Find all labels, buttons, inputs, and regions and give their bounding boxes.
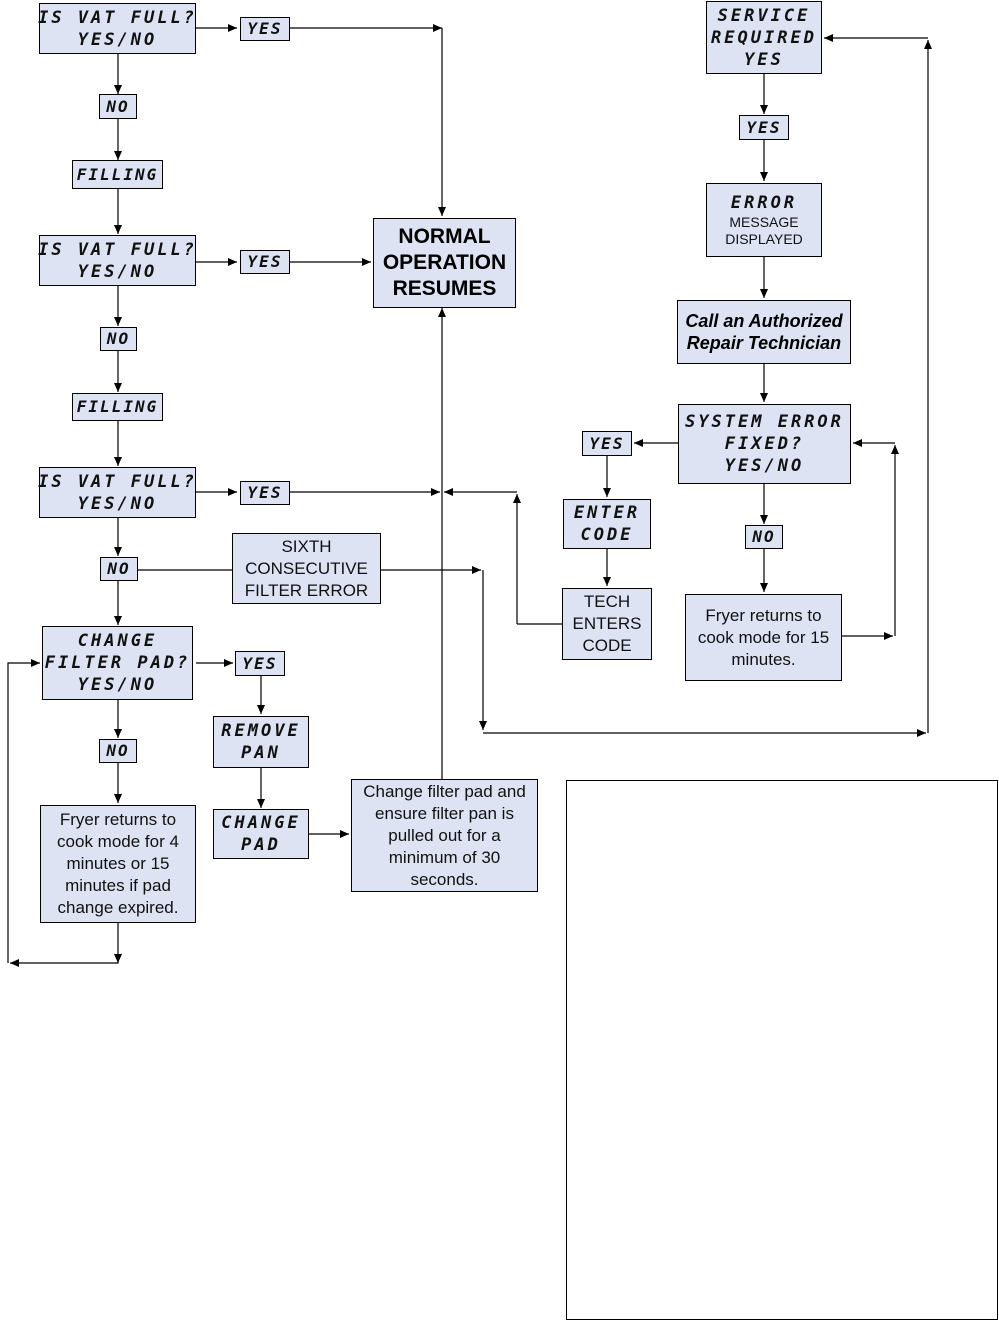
change-filter-pad-line3: YES/NO (77, 675, 158, 695)
no-4-label: NO (106, 741, 130, 760)
fryer-returns-15-line3: minutes. (731, 649, 796, 669)
no-2-label: NO (106, 329, 131, 348)
change-filter-instr-line5: seconds. (410, 869, 479, 889)
change-filter-instr-line3: pulled out for a (388, 825, 501, 845)
tech-enters-code-line1: TECH (583, 592, 631, 611)
normal-operation-line1: NORMAL (398, 225, 491, 248)
system-error-line3: YES/NO (724, 456, 805, 476)
fryer-returns-4-line4: minutes if pad (65, 876, 171, 895)
vat-full-3-line2: YES/NO (77, 493, 158, 514)
change-filter-pad-line1: CHANGE (77, 631, 158, 651)
arrow-fryer4-loop-a (10, 923, 119, 967)
error-sub-line1: MESSAGE (729, 214, 799, 230)
tech-enters-code-box: TECH ENTERS CODE (562, 588, 652, 660)
vat-full-2-line2: YES/NO (77, 261, 158, 282)
change-pad-line2: PAD (241, 835, 281, 855)
no-box-4: NO (99, 739, 137, 763)
normal-operation-box: NORMAL OPERATION RESUMES (373, 218, 516, 308)
normal-operation-line3: RESUMES (392, 277, 497, 300)
yes-6-label: YES (589, 433, 625, 453)
no-box-1: NO (99, 94, 137, 119)
tech-enters-code-line3: CODE (582, 636, 632, 655)
filling-box-1: FILLING (72, 160, 163, 189)
error-title: ERROR (730, 193, 798, 213)
service-required-line1: SERVICE (717, 5, 811, 26)
vat-full-box-1: IS VAT FULL? YES/NO (38, 3, 197, 54)
system-error-line2: FIXED? (724, 434, 805, 454)
sixth-error-line2: CONSECUTIVE (245, 558, 368, 578)
yes-box-3: YES (240, 481, 290, 505)
no-3-label: NO (107, 559, 131, 578)
change-filter-pad-box: CHANGE FILTER PAD? YES/NO (42, 626, 193, 700)
call-technician-line2: Repair Technician (686, 333, 842, 353)
call-technician-box: Call an Authorized Repair Technician (677, 300, 851, 364)
yes-box-1: YES (240, 17, 290, 41)
yes-box-2: YES (240, 250, 290, 274)
enter-code-line2: CODE (580, 525, 634, 545)
remove-pan-box: REMOVE PAN (213, 716, 309, 768)
no-box-2: NO (100, 327, 137, 351)
yes-4-label: YES (242, 653, 278, 673)
fryer-returns-4-box: Fryer returns to cook mode for 4 minutes… (40, 805, 196, 923)
fryer-returns-15-box: Fryer returns to cook mode for 15 minute… (685, 594, 842, 681)
remove-pan-line2: PAN (241, 743, 281, 763)
service-required-box: SERVICE REQUIRED YES (706, 1, 822, 74)
enter-code-box: ENTER CODE (563, 499, 651, 549)
service-required-line2: REQUIRED (711, 27, 817, 48)
vat-full-1-line1: IS VAT FULL? (38, 7, 197, 28)
fryer-returns-15-line1: Fryer returns to (705, 605, 822, 625)
yes-3-label: YES (247, 483, 283, 502)
yes-box-5: YES (739, 115, 789, 140)
change-filter-pad-line2: FILTER PAD? (44, 653, 191, 673)
vat-full-box-2: IS VAT FULL? YES/NO (38, 235, 197, 286)
fryer-returns-4-line2: cook mode for 4 (57, 832, 179, 851)
vat-full-3-line1: IS VAT FULL? (38, 471, 197, 492)
no-box-3: NO (100, 557, 138, 581)
fryer-returns-4-line5: change expired. (57, 898, 179, 917)
filling-2-label: FILLING (76, 397, 159, 416)
no-box-6: NO (745, 525, 783, 549)
remove-pan-line1: REMOVE (221, 721, 301, 741)
change-filter-instruction-box: Change filter pad and ensure filter pan … (351, 779, 538, 892)
yes-1-label: YES (247, 19, 283, 38)
sixth-error-line1: SIXTH (281, 536, 332, 556)
enter-code-line1: ENTER (573, 503, 641, 523)
yes-box-6: YES (582, 431, 632, 456)
change-pad-line1: CHANGE (221, 813, 301, 833)
normal-operation-line2: OPERATION (382, 251, 507, 274)
fryer-returns-4-line3: minutes or 15 (66, 854, 170, 873)
vat-full-1-line2: YES/NO (77, 29, 158, 50)
error-message-box: ERROR MESSAGE DISPLAYED (706, 183, 822, 257)
change-filter-instr-line1: Change filter pad and (363, 781, 526, 801)
tech-enters-code-line2: ENTERS (572, 614, 642, 633)
system-error-fixed-box: SYSTEM ERROR FIXED? YES/NO (678, 404, 851, 484)
no-6-label: NO (752, 527, 776, 546)
vat-full-box-3: IS VAT FULL? YES/NO (38, 467, 197, 518)
system-error-line1: SYSTEM ERROR (685, 412, 844, 432)
sixth-error-line3: FILTER ERROR (244, 580, 369, 600)
yes-box-4: YES (235, 651, 285, 676)
filling-1-label: FILLING (76, 164, 159, 184)
sixth-error-box: SIXTH CONSECUTIVE FILTER ERROR (232, 533, 381, 604)
call-technician-line1: Call an Authorized (685, 311, 843, 331)
yes-5-label: YES (746, 117, 782, 137)
empty-note-frame (566, 780, 998, 1320)
vat-full-2-line1: IS VAT FULL? (38, 239, 197, 260)
error-sub-line2: DISPLAYED (725, 231, 803, 247)
arrow-fryer4-loop-b (7, 659, 40, 963)
change-filter-instr-line4: minimum of 30 (388, 847, 501, 867)
service-required-line3: YES (744, 49, 784, 70)
change-pad-box: CHANGE PAD (213, 809, 309, 859)
yes-2-label: YES (247, 252, 283, 271)
no-1-label: NO (106, 96, 130, 116)
change-filter-instr-line2: ensure filter pan is (375, 803, 514, 823)
fryer-returns-15-line2: cook mode for 15 (697, 627, 830, 647)
filling-box-2: FILLING (72, 393, 163, 421)
fryer-returns-4-line1: Fryer returns to (59, 810, 177, 829)
